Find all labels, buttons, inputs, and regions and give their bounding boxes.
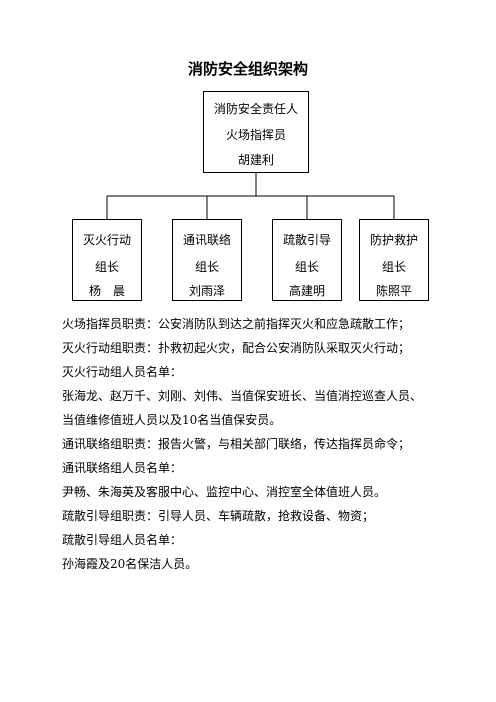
paragraph-firefighting-members-2: 当值维修值班人员以及10名当值保安员。 <box>62 413 282 427</box>
box-line-role: 消防安全责任人 <box>213 102 298 116</box>
paragraph-firefighting-duty: 灭火行动组职责：扑救初起火灾，配合公安消防队采取灭火行动； <box>62 341 411 355</box>
team-role: 组长 <box>294 260 319 274</box>
team-box-rescue: 防护救护 组长 陈照平 <box>359 219 429 301</box>
paragraph-commander-duty: 火场指挥员职责：公安消防队到达之前指挥灭火和应急疏散工作； <box>62 317 411 331</box>
page-title: 消防安全组织架构 <box>187 60 308 78</box>
team-name: 灭火行动 <box>82 233 131 247</box>
paragraph-communication-members: 尹畅、朱海英及客服中心、监控中心、消控室全体值班人员。 <box>62 485 387 499</box>
paragraph-evacuation-duty: 疏散引导组职责：引导人员、车辆疏散，抢救设备、物资； <box>62 509 375 523</box>
paragraph-firefighting-members-1: 张海龙、赵万千、刘刚、刘伟、当值保安班长、当值消控巡查人员、 <box>62 389 423 403</box>
box-line-title: 火场指挥员 <box>225 128 286 142</box>
team-role: 组长 <box>94 260 119 274</box>
paragraph-communication-duty: 通讯联络组职责：报告火警，与相关部门联络，传达指挥员命令； <box>62 437 411 451</box>
team-box-evacuation: 疏散引导 组长 高建明 <box>272 219 342 301</box>
responsible-person-box: 消防安全责任人 火场指挥员 胡建利 <box>203 91 309 173</box>
team-leader: 刘雨泽 <box>188 284 225 298</box>
team-leader: 高建明 <box>288 284 325 298</box>
paragraph-evacuation-list-label: 疏散引导组人员名单： <box>62 533 183 547</box>
paragraph-firefighting-list-label: 灭火行动组人员名单： <box>62 365 183 379</box>
box-line-name: 胡建利 <box>237 153 274 167</box>
paragraph-evacuation-members: 孙海霞及20名保洁人员。 <box>62 557 198 571</box>
team-name: 防护救护 <box>369 233 418 247</box>
team-box-communication: 通讯联络 组长 刘雨泽 <box>172 219 242 301</box>
team-name: 疏散引导 <box>282 233 331 247</box>
team-leader: 杨 晨 <box>88 284 125 298</box>
team-role: 组长 <box>194 260 219 274</box>
team-box-fire-fighting: 灭火行动 组长 杨 晨 <box>72 219 142 301</box>
team-name: 通讯联络 <box>182 233 231 247</box>
team-leader: 陈照平 <box>375 284 412 298</box>
paragraph-communication-list-label: 通讯联络组人员名单： <box>62 461 183 475</box>
team-role: 组长 <box>381 260 406 274</box>
